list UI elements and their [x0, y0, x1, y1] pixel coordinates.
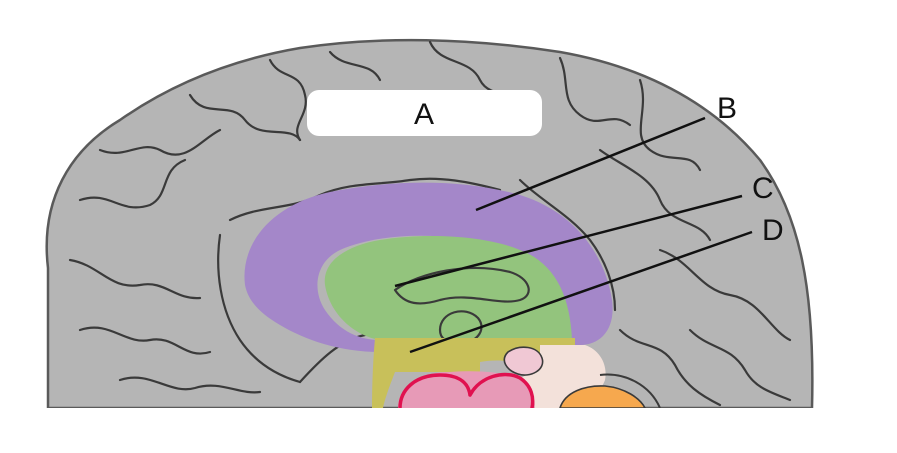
label-d: D — [762, 214, 784, 247]
label-a: A — [414, 98, 434, 131]
thalamus — [398, 371, 535, 408]
label-b: B — [717, 92, 737, 125]
cingulate-gyrus — [244, 182, 613, 352]
hypothalamus-outline — [398, 372, 535, 408]
pointer-c — [394, 194, 743, 288]
tentorium-outline — [599, 373, 661, 408]
corpus-callosum — [324, 236, 572, 340]
label-c: C — [752, 172, 774, 205]
midbrain-detail — [503, 346, 544, 376]
pointer-d — [409, 230, 753, 354]
label-a-box — [307, 90, 542, 136]
cerebellum — [559, 385, 646, 408]
gyri-lines — [68, 40, 792, 407]
pointer-b — [475, 116, 706, 212]
